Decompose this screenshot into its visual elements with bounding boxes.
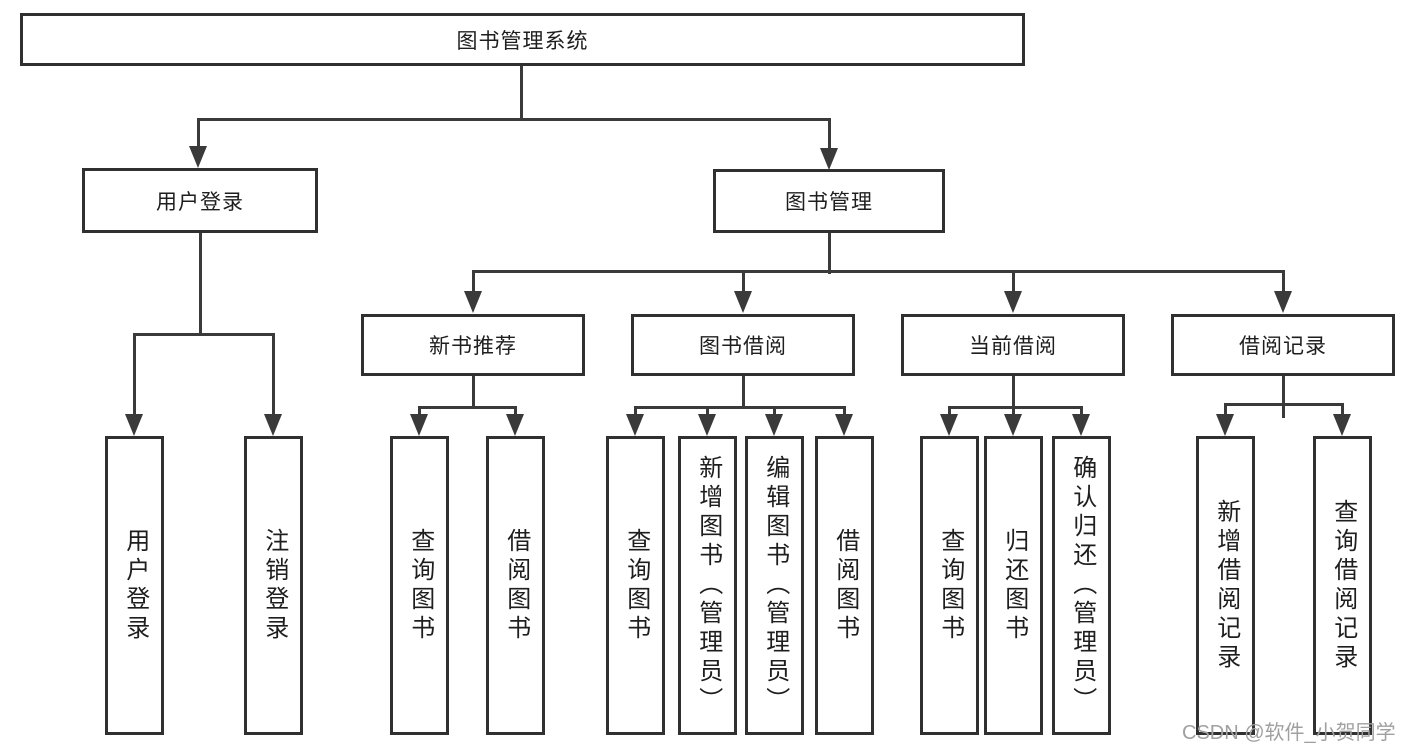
- node-label: 查询图书: [622, 527, 650, 644]
- connector-line: [133, 334, 136, 418]
- node-label: 当前借阅: [969, 335, 1057, 358]
- connector-line: [418, 406, 517, 409]
- arrow-down-icon: [820, 148, 838, 170]
- node-leaf-user-login: 用户登录: [105, 436, 164, 735]
- connector-line: [948, 407, 951, 418]
- node-label: 用户登录: [121, 527, 149, 644]
- connector-line: [133, 333, 275, 336]
- connector-line: [197, 119, 200, 150]
- connector-line: [634, 407, 637, 418]
- connector-line: [742, 375, 745, 409]
- arrow-down-icon: [1274, 291, 1292, 313]
- csdn-watermark: CSDN @软件_小贺同学: [1182, 722, 1396, 744]
- connector-line: [472, 271, 475, 294]
- connector-line: [199, 231, 202, 336]
- node-label: 图书管理: [785, 191, 873, 214]
- connector-line: [634, 406, 846, 409]
- node-leaf-edit-book-admin: 编辑图书（管理员）: [745, 436, 804, 735]
- node-borrow-records: 借阅记录: [1171, 314, 1395, 376]
- node-leaf-borrow-books-2: 借阅图书: [815, 436, 874, 735]
- arrow-down-icon: [189, 146, 207, 168]
- connector-line: [1282, 271, 1285, 294]
- connector-line: [706, 407, 709, 418]
- node-leaf-add-borrow-record: 新增借阅记录: [1196, 436, 1255, 735]
- arrow-down-icon: [1333, 414, 1351, 436]
- connector-line: [418, 407, 421, 418]
- node-label: 图书借阅: [699, 335, 787, 358]
- arrow-down-icon: [835, 414, 853, 436]
- node-label: 新书推荐: [429, 335, 517, 358]
- connector-line: [272, 334, 275, 418]
- connector-line: [197, 118, 831, 121]
- node-label: 归还图书: [1000, 527, 1028, 644]
- arrow-down-icon: [698, 414, 716, 436]
- arrow-down-icon: [264, 414, 282, 436]
- arrow-down-icon: [734, 291, 752, 313]
- arrow-down-icon: [1004, 291, 1022, 313]
- arrow-down-icon: [626, 414, 644, 436]
- connector-line: [1012, 375, 1015, 418]
- connector-line: [472, 270, 1285, 273]
- node-label: 注销登录: [260, 527, 288, 644]
- node-leaf-borrow-books-1: 借阅图书: [486, 436, 545, 735]
- arrow-down-icon: [506, 414, 524, 436]
- connector-line: [1341, 404, 1344, 418]
- node-label: 查询图书: [936, 527, 964, 644]
- arrow-down-icon: [940, 414, 958, 436]
- connector-line: [843, 407, 846, 418]
- node-leaf-return-books: 归还图书: [984, 436, 1043, 735]
- connector-line: [1080, 407, 1083, 418]
- arrow-down-icon: [125, 414, 143, 436]
- connector-line: [948, 406, 1083, 409]
- node-label: 图书管理系统: [456, 29, 589, 53]
- node-user-login: 用户登录: [82, 168, 318, 233]
- connector-line: [742, 271, 745, 294]
- node-label: 查询借阅记录: [1329, 498, 1357, 673]
- connector-line: [828, 119, 831, 152]
- connector-line: [520, 65, 523, 121]
- arrow-down-icon: [1004, 414, 1022, 436]
- node-current-borrow: 当前借阅: [901, 314, 1125, 376]
- node-leaf-query-books-1: 查询图书: [390, 436, 449, 735]
- node-label: 用户登录: [156, 190, 244, 214]
- node-label: 新增借阅记录: [1212, 498, 1240, 673]
- node-label: 借阅图书: [831, 527, 859, 644]
- node-leaf-add-book-admin: 新增图书（管理员）: [678, 436, 737, 735]
- node-library-management-system: 图书管理系统: [20, 13, 1025, 66]
- arrow-down-icon: [1216, 414, 1234, 436]
- connector-line: [1012, 271, 1015, 294]
- arrow-down-icon: [765, 414, 783, 436]
- arrow-down-icon: [1072, 414, 1090, 436]
- node-label: 借阅记录: [1239, 335, 1327, 358]
- node-leaf-query-books-3: 查询图书: [920, 436, 979, 735]
- node-book-management: 图书管理: [713, 169, 945, 233]
- node-new-book-recommend: 新书推荐: [361, 314, 585, 376]
- node-label: 借阅图书: [502, 527, 530, 644]
- node-book-borrow: 图书借阅: [631, 314, 855, 376]
- node-label: 新增图书（管理员）: [694, 455, 722, 716]
- node-label: 确认归还（管理员）: [1068, 455, 1096, 716]
- node-label: 查询图书: [406, 527, 434, 644]
- connector-line: [773, 407, 776, 418]
- node-leaf-logout: 注销登录: [244, 436, 303, 735]
- arrow-down-icon: [410, 414, 428, 436]
- connector-line: [472, 375, 475, 409]
- connector-line: [1224, 404, 1227, 418]
- connector-line: [1282, 375, 1285, 418]
- node-label: 编辑图书（管理员）: [761, 455, 789, 716]
- node-leaf-query-books-2: 查询图书: [606, 436, 665, 735]
- connector-line: [828, 231, 831, 274]
- connector-line: [514, 407, 517, 418]
- node-leaf-query-borrow-record: 查询借阅记录: [1313, 436, 1372, 735]
- arrow-down-icon: [464, 291, 482, 313]
- node-leaf-confirm-return-admin: 确认归还（管理员）: [1052, 436, 1111, 735]
- connector-line: [1224, 403, 1344, 406]
